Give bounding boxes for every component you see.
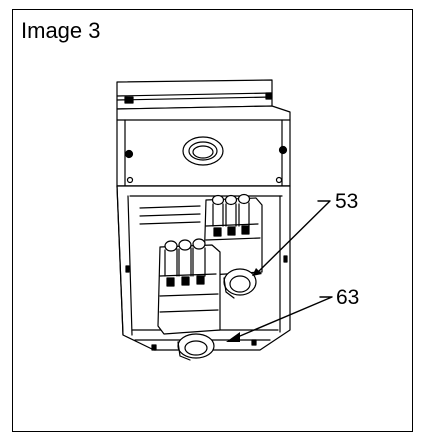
top-flange	[116, 79, 273, 110]
figure-title: Image 3	[21, 18, 101, 43]
callout-53-label: 53	[335, 190, 358, 213]
cable-gland	[182, 136, 224, 166]
callout-53: 53	[252, 190, 358, 276]
callout-63-label: 63	[336, 286, 359, 309]
callout-63: 63	[226, 286, 359, 342]
terminal-block-lower	[157, 238, 221, 361]
